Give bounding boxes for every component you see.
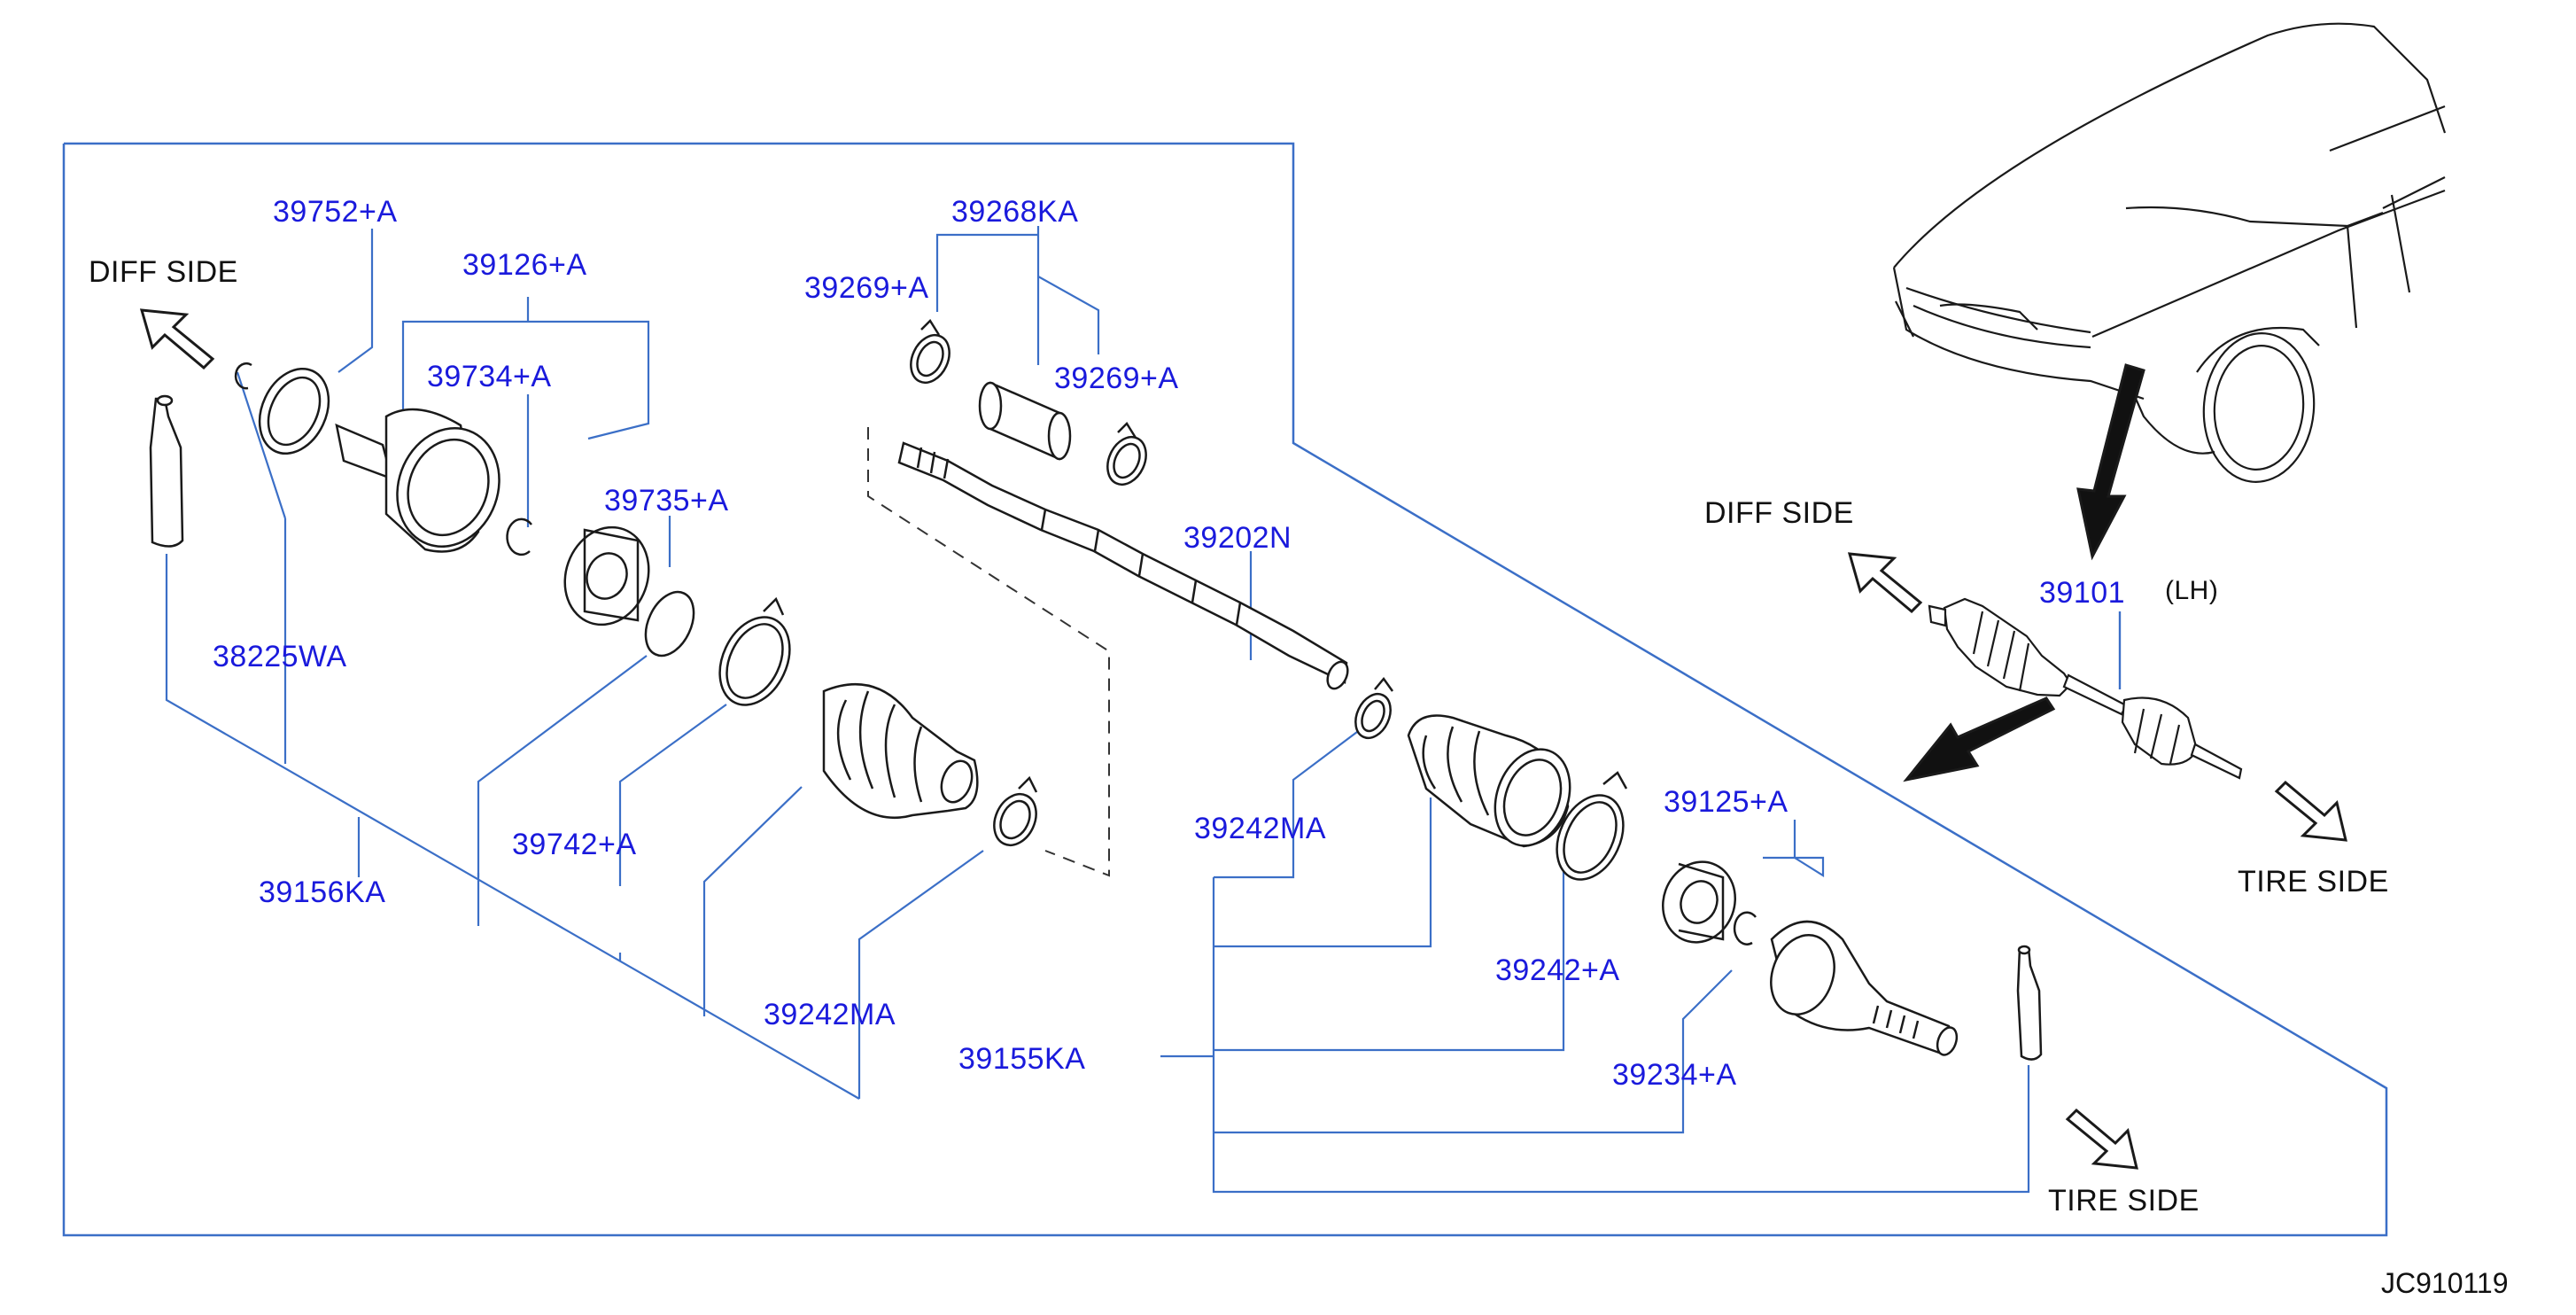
part-39156[interactable]: 39156KA [259,875,386,909]
leader-39242ma-left-up [702,786,803,1003]
lh-locator-arrow-icon [2076,363,2145,561]
assembled-driveshaft [1928,597,2243,780]
leader-39242ma-1 [857,850,984,944]
snap-ring-39234 [1733,911,1757,945]
exploded-view-arrow-icon [1903,696,2056,782]
leader-38225 [236,371,287,764]
snap-ring-39735 [644,590,695,658]
leader-39155-group [1160,798,2030,1194]
clamp-39269-left [910,334,950,384]
part-39242ma-left[interactable]: 39242MA [764,998,896,1031]
diagram-reference-code: JC910119 [2381,1267,2509,1299]
part-39155[interactable]: 39155KA [958,1042,1086,1076]
clamp-39269-right [1106,436,1147,486]
grease-tube [149,397,184,548]
leader-39742 [618,704,727,886]
leader-lines [165,226,2122,1194]
vehicle-sketch [1892,22,2447,483]
leader-39752 [338,229,374,373]
leader-39156-group [165,554,861,1100]
tire-side-components [1407,714,2043,1061]
diff-arrow-2-icon [1847,552,1923,614]
diff-side-components [149,362,1038,846]
part-39125[interactable]: 39125+A [1664,785,1788,819]
seal-ring-inner [267,376,322,447]
part-39269-left[interactable]: 39269+A [804,271,929,305]
part-39101[interactable]: 39101 [2039,576,2126,610]
diff-arrow-1-icon [139,308,215,370]
part-39234[interactable]: 39234+A [1612,1058,1737,1092]
leader-39126 [401,297,650,440]
diagram-frame [62,142,2388,1237]
housing-shaft [335,423,393,481]
headlight [1939,303,2038,331]
leader-39242ma-2 [1292,726,1365,815]
boot-neck [940,759,974,804]
leader-39735-down [477,655,648,877]
housing-mouth-inner [407,438,490,537]
grease-tube-right [2016,946,2043,1061]
part-39269-right[interactable]: 39269+A [1054,362,1179,395]
part-39126[interactable]: 39126+A [462,248,587,282]
outer-joint-mouth [1770,933,1835,1016]
part-39268[interactable]: 39268KA [951,195,1079,229]
part-39242ma-center[interactable]: 39242MA [1194,812,1327,845]
center-components [897,319,1394,740]
part-39742[interactable]: 39742+A [512,828,637,861]
tripod-inner [586,552,628,600]
grease-tube-cap [156,394,174,407]
part-38225[interactable]: 38225WA [213,640,347,673]
tripod-body [583,528,640,622]
outer-joint-end [1936,1026,1959,1056]
snap-ring-small [234,362,252,390]
front-wheel [2202,332,2316,483]
tire-side-label-bottom: TIRE SIDE [2048,1184,2200,1218]
leader-39268 [935,226,1100,365]
shaft-envelope-dashed [867,427,1110,877]
tire-side-label-top: TIRE SIDE [2238,865,2389,899]
part-39202[interactable]: 39202N [1183,521,1292,555]
shaft-end-spline [1326,660,1349,690]
part-39242a[interactable]: 39242+A [1495,953,1620,987]
lh-label: (LH) [2165,576,2219,605]
tire-arrow-1-icon [2274,780,2347,842]
diff-side-label-right: DIFF SIDE [1704,496,1854,530]
snap-ring-39734 [506,517,532,556]
tire-arrow-2-icon [2065,1108,2138,1170]
direction-arrows [139,308,2347,1170]
diff-side-label-left: DIFF SIDE [89,255,238,289]
boot-right-mouth [1494,748,1571,847]
part-39734[interactable]: 39734+A [427,360,552,393]
band-clamp-small [993,793,1037,846]
part-39735[interactable]: 39735+A [604,484,729,517]
part-39752[interactable]: 39752+A [273,195,398,229]
band-clamp-large [718,616,791,706]
band-clamp-39242a [1556,794,1625,881]
leader-39125 [1763,820,1825,877]
band-clamp-center [1354,692,1392,740]
